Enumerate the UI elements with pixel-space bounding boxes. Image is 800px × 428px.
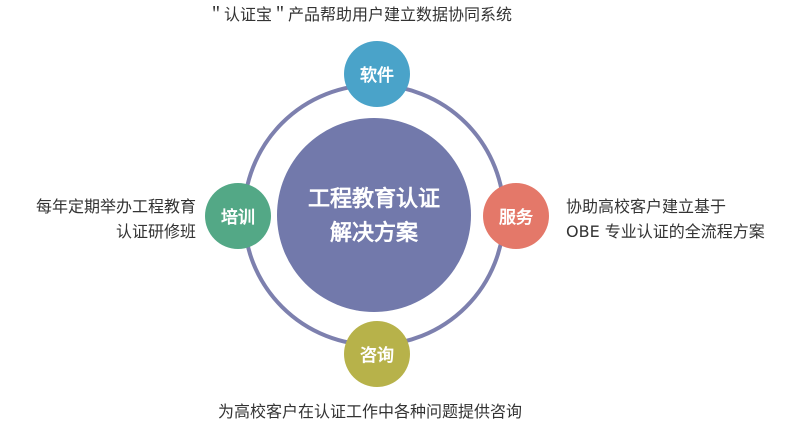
node-software-label: 软件 — [360, 65, 394, 86]
node-training-circle — [205, 183, 271, 249]
node-software-circle — [344, 41, 410, 107]
node-training: 培训 — [205, 183, 271, 249]
center-title-line2: 解决方案 — [330, 220, 419, 246]
left-description-line2: 认证研修班 — [115, 222, 196, 241]
node-service: 服务 — [483, 183, 549, 249]
node-service-label: 服务 — [499, 207, 534, 228]
node-service-circle — [483, 183, 549, 249]
node-software: 软件 — [344, 41, 410, 107]
right-description-line2: OBE 专业认证的全流程方案 — [566, 222, 765, 241]
center-circle — [277, 118, 471, 312]
node-consulting: 咨询 — [344, 321, 410, 387]
left-description-line1: 每年定期举办工程教育 — [35, 197, 196, 216]
node-consulting-label: 咨询 — [360, 345, 394, 366]
bottom-description: 为高校客户在认证工作中各种问题提供咨询 — [218, 402, 523, 421]
node-training-label: 培训 — [221, 207, 255, 228]
top-description: ＂认证宝＂产品帮助用户建立数据协同系统 — [208, 5, 513, 24]
node-consulting-circle — [344, 321, 410, 387]
right-description-line1: 协助高校客户建立基于 — [566, 197, 727, 216]
center-title-line1: 工程教育认证 — [308, 186, 440, 212]
